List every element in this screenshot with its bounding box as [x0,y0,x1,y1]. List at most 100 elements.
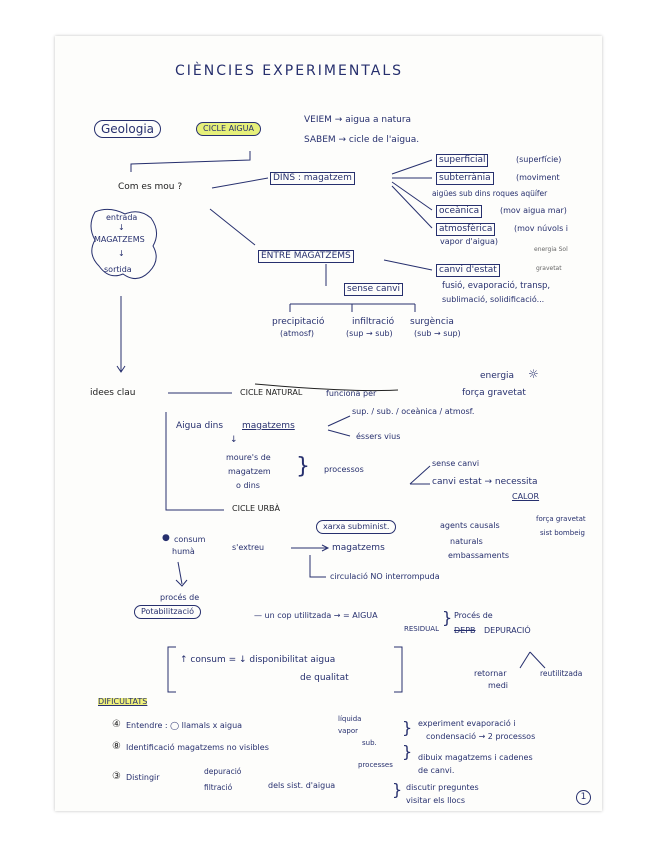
flow-arrow-2: ↓ [118,249,125,258]
energia-sol-small: energia Sol [534,246,568,253]
precipitacio-sub: (atmosf) [280,329,314,338]
energia-text: energia [480,371,515,381]
dificultat-2-right-1: dibuix magatzems i cadenes [418,753,533,762]
magatzem-text: magatzem [228,467,271,476]
sense-canvi-box: sense canvi [344,283,404,296]
brace-icon-4: } [402,742,413,761]
dificultat-3-number: ③ [112,771,121,782]
dificultat-2-number: ⑧ [112,741,121,752]
flow-magatzems: MAGATZEMS [94,235,145,244]
aigua-dins-text: Aigua dins [176,421,224,431]
s-extreu-text: s'extreu [232,543,265,552]
arrow-down-icon: ↓ [230,435,238,445]
un-cop-text: — un cop utilitzada → = AIGUA [254,611,378,620]
dificultat-2-sub: sub. [362,739,377,747]
magatzems-2-text: magatzems [332,543,385,553]
flow-sortida: sortida [104,265,132,274]
sist-bombeig-text: sist bombeig [540,529,585,537]
canvi-estat-box: canvi d'estat [436,264,500,277]
sabem-text: SABEM → cicle de l'aigua. [304,135,420,145]
brace-icon-5: } [392,780,403,799]
dificultat-2-processes: processes [358,761,393,769]
superficial-note: (superfície) [516,155,562,164]
consum-icon: ● [162,533,170,543]
essers-vius-text: éssers vius [356,432,401,441]
medi-text: medi [488,681,509,690]
processos-text: processos [324,465,364,474]
page-title: CIÈNCIES EXPERIMENTALS [175,63,404,79]
gravetat-small: gravetat [536,265,562,272]
geologia-label: Geologia [94,120,162,138]
cicle-aigua-tag: CICLE AIGUA [196,122,261,136]
atmosferica-note: (mov núvols i [514,224,569,233]
dificultat-2-right-2: de canvi. [418,766,455,775]
surgencia-text: surgència [410,317,454,327]
proces-de-text: Procés de [454,611,493,620]
subterrania-note-2: aigües sub dins roques aqüífer [432,189,548,198]
dificultat-1-text: Entendre : ◯ llamals x aigua [126,721,243,730]
oceanica-box: oceànica [436,205,483,218]
forca-gravetat-2: força gravetat [536,515,586,523]
agents-causals-text: agents causals [440,521,500,530]
o-dins-text: o dins [236,481,260,490]
brace-icon-2: } [442,608,453,627]
atmosferica-box: atmosfèrica [436,223,496,236]
dificultat-3-filtracio: filtració [204,783,233,792]
subterrania-note: (moviment [516,173,560,182]
veiem-text: VEIEM → aigua a natura [304,115,412,125]
entre-magatzems-box: ENTRE MAGATZEMS [258,250,354,263]
depuracio-text: DEPURACIÓ [484,626,531,635]
page-number: 1 [576,790,591,805]
depb-strikethrough: DEPB [454,626,476,635]
canvi-estat-necessita: canvi estat → necessita [432,477,538,487]
brace-icon-3: } [402,718,413,737]
moure-de-text: moure's de [226,453,271,462]
infiltracio-sub: (sup → sub) [346,329,393,338]
proces-potabilitzacio-1: procés de [160,593,200,602]
brace-icon: } [296,454,310,479]
canvi-estat-list-1: fusió, evaporació, transp, [442,281,551,291]
sun-icon: ☼ [528,367,539,381]
reutilitzada-text: reutilitzada [540,669,583,678]
dificultat-1-vapor: vapor [338,727,359,735]
oceanica-note: (mov aigua mar) [500,206,567,215]
dificultat-3-right-1: discutir preguntes [406,783,479,792]
superficial-box: superficial [436,154,489,167]
flow-entrada: entrada [106,213,138,222]
sense-canvi-2: sense canvi [432,459,480,468]
dificultat-1-number: ④ [112,719,121,730]
dificultat-2-text: Identificació magatzems no visibles [126,743,269,752]
dificultat-3-text: Distingir [126,773,160,782]
cicle-natural-text: CICLE NATURAL [240,388,303,397]
retornar-text: retornar [474,669,507,678]
precipitacio-text: precipitació [272,317,325,327]
dificultat-3-middle: dels sist. d'aigua [268,781,336,790]
circulacio-text: circulació NO interrompuda [330,572,440,581]
surgencia-sub: (sub → sup) [414,329,461,338]
dificultat-1-right-1: experiment evaporació i [418,719,516,728]
com-es-mou-text: Com es mou ? [118,182,183,192]
proces-potabilitzacio-2: Potabilització [134,605,201,619]
huma-text: humà [172,547,195,556]
magatzems-underlined: magatzems [242,421,295,431]
dins-magatzem-box: DINS : magatzem [270,172,355,185]
dificultat-1-liquida: líquida [338,715,362,723]
embassaments-text: embassaments [448,551,510,560]
calor-text: CALOR [512,492,540,501]
dificultat-1-right-2: condensació → 2 processos [426,732,536,741]
infiltracio-text: infiltració [352,317,395,327]
dificultats-heading: DIFICULTATS [98,697,148,706]
cicle-urba-text: CICLE URBÀ [232,504,280,513]
sup-sub-list: sup. / sub. / oceànica / atmosf. [352,407,475,416]
xarxa-subminist-tag: xarxa subminist. [316,520,397,534]
funciona-per-text: funciona per [326,389,377,398]
consum-text: consum [174,535,206,544]
idees-clau-text: idees clau [90,388,136,398]
naturals-text: naturals [450,537,483,546]
atmosferica-note-2: vapor d'aigua) [440,237,499,246]
dificultat-3-depuracio: depuració [204,767,242,776]
de-qualitat-text: de qualitat [300,673,349,683]
dificultat-3-right-2: visitar els llocs [406,796,465,805]
subterrania-box: subterrània [436,172,494,185]
canvi-estat-list-2: sublimació, solidificació... [442,295,545,304]
